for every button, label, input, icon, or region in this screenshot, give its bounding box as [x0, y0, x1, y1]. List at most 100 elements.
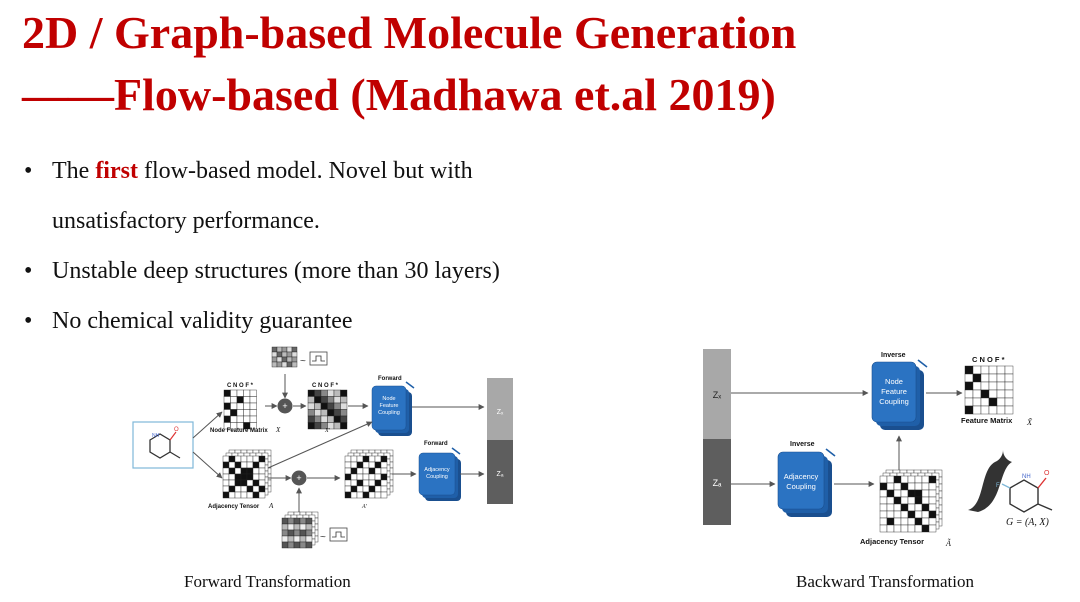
matrix-cell [271, 346, 278, 353]
backward-caption: Backward Transformation [796, 572, 975, 591]
matrix-cell [320, 415, 328, 423]
matrix-cell [333, 396, 341, 404]
matrix-cell [230, 402, 238, 410]
matrix-cell [921, 524, 930, 533]
reconstructed-feature-matrix [964, 365, 1014, 415]
a-prime-label: A' [361, 504, 368, 510]
matrix-cell [879, 517, 888, 526]
matrix-cell [914, 510, 923, 519]
matrix-cell [907, 503, 916, 512]
matrix-cell [333, 409, 341, 417]
matrix-cell [368, 455, 376, 463]
matrix-cell [240, 467, 248, 475]
node-feature-label: Node Feature Matrix [210, 428, 268, 434]
matrix-cell [299, 517, 307, 525]
matrix-cell [988, 381, 998, 391]
matrix-cell [879, 475, 888, 484]
matrix-cell [223, 396, 231, 404]
matrix-cell [380, 479, 388, 487]
matrix-cell [243, 396, 251, 404]
plus-node-top [277, 398, 293, 414]
matrix-cell [921, 496, 930, 505]
bw-adj-coupling-word-2: Coupling [786, 482, 816, 491]
matrix-cell [988, 405, 998, 415]
bullet-list: The first flow-based model. Novel but wi… [22, 146, 500, 346]
node-coupling-word-3: Coupling [378, 410, 400, 416]
matrix-cell [327, 389, 335, 397]
matrix-cell [305, 535, 313, 543]
matrix-cell [362, 479, 370, 487]
bullet-continuation: unsatisfactory performance. [52, 208, 320, 234]
matrix-cell [246, 491, 254, 499]
matrix-cell [223, 415, 231, 423]
matrix-cell [228, 467, 236, 475]
matrix-cell [271, 356, 278, 363]
za-block-backward [703, 439, 731, 525]
matrix-cell [293, 529, 301, 537]
matrix-cell [921, 489, 930, 498]
matrix-cell [356, 455, 364, 463]
matrix-cell [344, 491, 352, 499]
matrix-cell [228, 455, 236, 463]
slide-title: 2D / Graph-based Molecule Generation ——F… [22, 2, 796, 126]
matrix-cell [914, 524, 923, 533]
matrix-cell [333, 415, 341, 423]
matrix-cell [249, 422, 257, 430]
matrix-cell [374, 461, 382, 469]
matrix-cell [276, 356, 283, 363]
zx-label-forward: Zₓ [497, 409, 504, 416]
matrix-cell [281, 517, 289, 525]
matrix-cell [972, 405, 982, 415]
bw-node-coupling-word-2: Feature [881, 387, 907, 396]
matrix-cell [299, 529, 307, 537]
matrix-cell [299, 535, 307, 543]
matrix-cell [307, 396, 315, 404]
matrix-cell [368, 461, 376, 469]
matrix-cell [1004, 373, 1014, 383]
matrix-cell [914, 482, 923, 491]
matrix-cell [307, 402, 315, 410]
matrix-cell [243, 389, 251, 397]
matrix-cell [252, 473, 260, 481]
matrix-cell [362, 461, 370, 469]
matrix-cell [234, 473, 242, 481]
matrix-cell [996, 405, 1006, 415]
matrix-cell [314, 396, 322, 404]
matrix-cell [320, 389, 328, 397]
matrix-cell [223, 402, 231, 410]
matrix-cell [234, 461, 242, 469]
matrix-cell [249, 409, 257, 417]
matrix-cell [281, 351, 288, 358]
matrix-cell [320, 409, 328, 417]
matrix-cell [900, 496, 909, 505]
matrix-cell [972, 381, 982, 391]
matrix-cell [293, 535, 301, 543]
forward-diagram: NH O C N O F * Node Feature Matrix X ~ +… [132, 346, 513, 549]
matrix-cell [928, 517, 937, 526]
adjacency-symbol: A [268, 502, 274, 510]
matrix-cell [286, 346, 293, 353]
matrix-cell [350, 485, 358, 493]
plus-node-bottom [291, 470, 307, 486]
matrix-cell [340, 422, 348, 430]
matrix-cell [222, 485, 230, 493]
inverse-label-adj: Inverse [790, 441, 815, 448]
matrix-cell [900, 517, 909, 526]
matrix-cell [356, 461, 364, 469]
matrix-cell [327, 409, 335, 417]
matrix-cell [914, 489, 923, 498]
matrix-cell [293, 541, 301, 549]
matrix-cell [879, 496, 888, 505]
matrix-cell [271, 351, 278, 358]
highlight-first: first [95, 158, 138, 184]
matrix-cell [374, 485, 382, 493]
matrix-cell [921, 517, 930, 526]
distribution-box-bottom [329, 527, 348, 542]
matrix-cell [287, 517, 295, 525]
output-molecule-ring [1009, 479, 1039, 513]
matrix-cell [234, 491, 242, 499]
matrix-cell [996, 397, 1006, 407]
matrix-cell [234, 479, 242, 487]
matrix-cell [222, 455, 230, 463]
node-coupling-word-2: Feature [380, 403, 399, 409]
